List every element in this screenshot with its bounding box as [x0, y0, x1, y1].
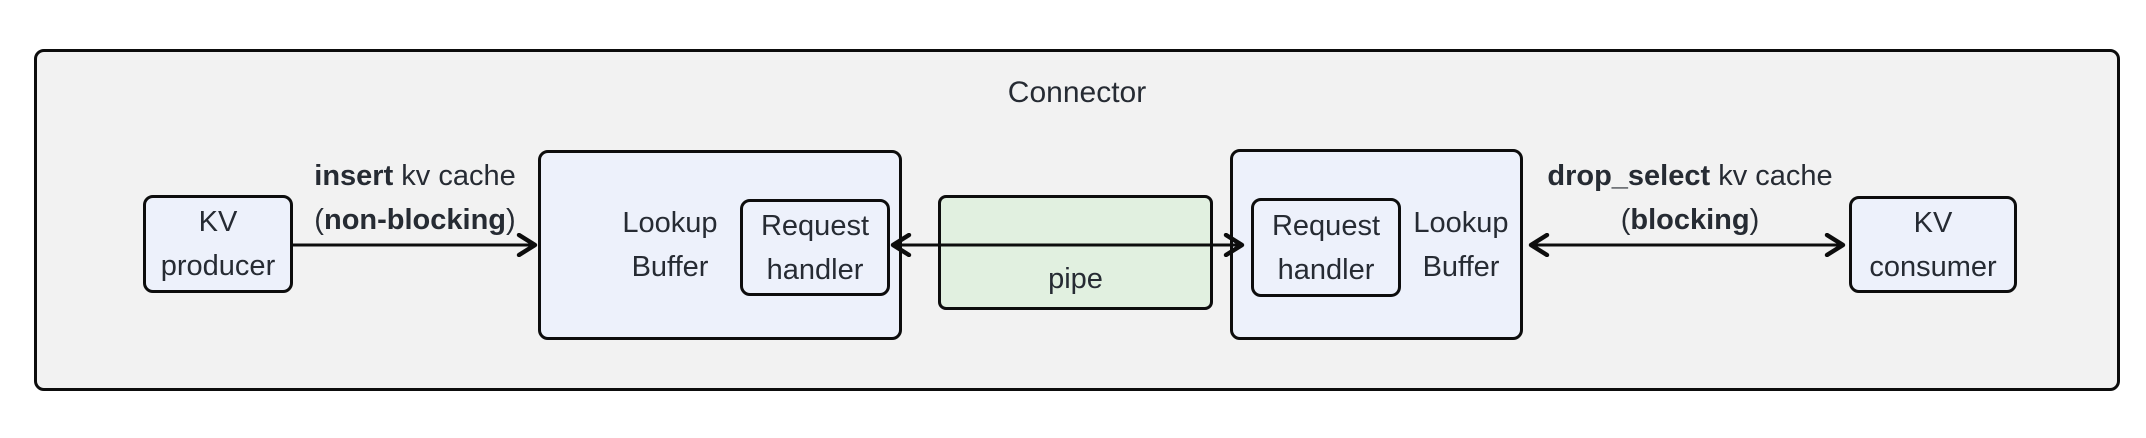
request-handler-left-label: Request handler: [760, 209, 869, 286]
request-handler-right-label: Request handler: [1271, 209, 1380, 286]
kv-producer-label: KV producer: [160, 206, 276, 282]
lookup-buffer-right-label: Lookup Buffer: [1413, 206, 1509, 283]
connector-title: Connector: [1007, 76, 1147, 109]
edge-label-drop-line2: (blocking): [1620, 204, 1760, 236]
edge-label-insert: insert kv cache (non-blocking): [314, 154, 515, 242]
node-kv-producer: KV producer: [143, 195, 293, 293]
edge-label-drop-select: drop_select kv cache (blocking): [1547, 154, 1832, 242]
lookup-buffer-left-label: Lookup Buffer: [622, 207, 718, 283]
node-lookup-buffer-right: Lookup Buffer Request handler: [1230, 149, 1523, 340]
node-kv-consumer: KV consumer: [1849, 196, 2017, 293]
pipe-label: pipe: [1048, 263, 1103, 295]
node-lookup-buffer-left: Lookup Buffer Request handler: [538, 150, 902, 340]
node-pipe: pipe: [938, 195, 1213, 310]
edge-label-insert-line2: (non-blocking): [314, 204, 516, 236]
node-request-handler-left: Request handler: [740, 199, 890, 296]
edge-label-drop-line1: drop_select kv cache: [1547, 160, 1833, 192]
node-request-handler-right: Request handler: [1251, 198, 1401, 297]
kv-consumer-label: KV consumer: [1869, 206, 1997, 283]
edge-label-insert-line1: insert kv cache: [314, 160, 516, 192]
